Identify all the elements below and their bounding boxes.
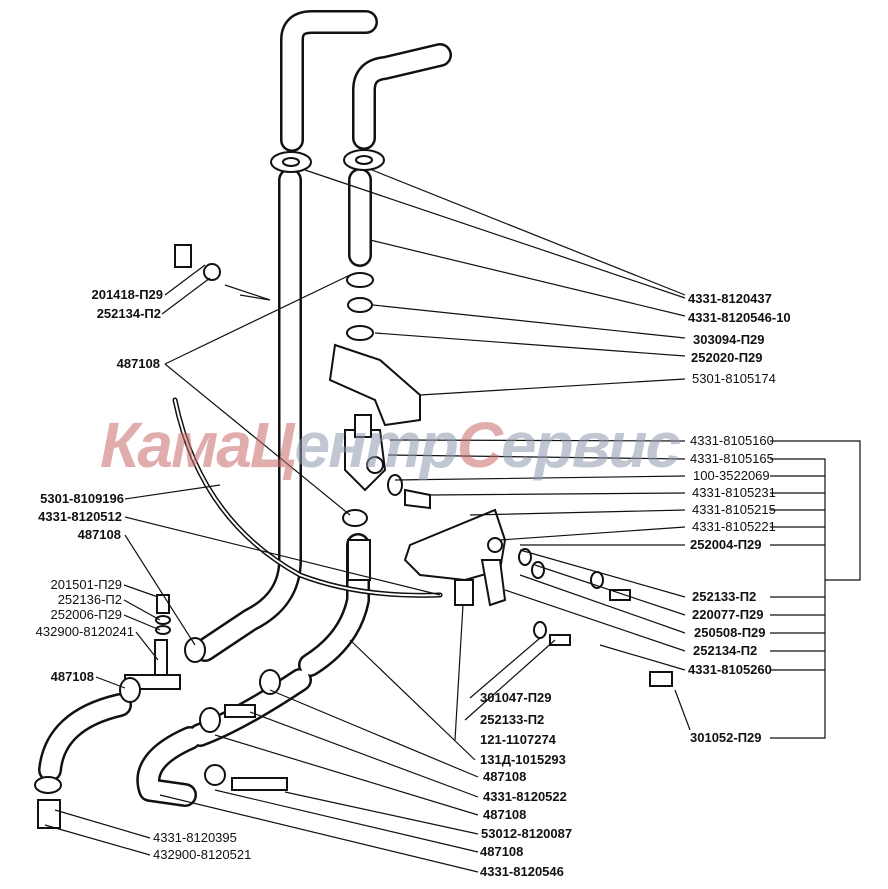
plate-4331-8105215 [403,508,507,582]
fitting-4331-8105231 [404,488,431,510]
part-label: 250508-П29 [694,625,766,640]
part-label: 4331-8105215 [692,502,776,517]
hose-fills [40,12,450,805]
part-label: 487108 [116,356,160,371]
part-label: 301047-П29 [480,690,552,705]
clamp [119,677,141,703]
part-label: 252134-П2 [96,306,161,321]
part-label: 131Д-1015293 [480,752,566,767]
part-label: 487108 [480,844,524,859]
parts [34,149,673,829]
pipe-4331-8120522 [224,704,256,718]
part-label: 252006-П29 [50,607,122,622]
part-label: 487108 [50,669,94,684]
part-label: 252133-П2 [480,712,545,727]
lever [480,559,507,607]
bolt-201418 [174,244,192,268]
part-label: 252136-П2 [57,592,122,607]
part-label: 4331-8105260 [688,662,772,677]
part-label: 4331-8120546 [480,864,564,879]
part-label: 5301-8109196 [40,491,124,506]
bracket-5301-8105174 [328,343,421,427]
pipe-53012-8120087 [231,777,288,791]
leader-lines [44,169,861,873]
part-label: 303094-П29 [693,332,765,347]
clamp [346,272,374,288]
clamp [34,776,62,794]
clamp [184,637,206,663]
part-label: 4331-8120512 [38,509,122,524]
clamp [204,764,226,786]
clip-121-1107274 [454,579,474,606]
bolt-201501 [156,594,170,614]
part-label: 487108 [77,527,121,542]
part-label: 252004-П29 [690,537,762,552]
part-label: 487108 [483,769,527,784]
washer [346,325,374,341]
valve-stem [354,414,372,438]
part-label: 4331-8105231 [692,485,776,500]
clamp [259,669,281,695]
part-label: 252133-П2 [692,589,757,604]
part-label: 432900-8120241 [35,624,134,639]
hose-end [347,539,371,581]
part-label: 4331-8105221 [692,519,776,534]
part-label: 4331-8105160 [690,433,774,448]
part-label: 4331-8120395 [153,830,237,845]
part-label: 4331-8105165 [690,451,774,466]
clamp [199,707,221,733]
part-label: 53012-8120087 [481,826,573,841]
part-label: 432900-8120521 [153,847,252,862]
part-label: 201418-П29 [91,287,163,302]
part-label: 252020-П29 [691,350,763,365]
nut [347,297,373,313]
bolt-301052 [649,671,673,687]
part-label: 100-3522069 [693,468,770,483]
part-label: 301052-П29 [690,730,762,745]
part-label: 220077-П29 [692,607,764,622]
part-label: 252134-П2 [693,643,758,658]
part-label: 5301-8105174 [692,371,776,386]
fitting-432900-8120521 [37,799,61,829]
part-label: 201501-П29 [50,577,122,592]
part-label: 121-1107274 [480,732,556,747]
part-label: 4331-8120546-10 [688,310,791,325]
valve-body [344,429,387,492]
part-label: 4331-8120522 [483,789,567,804]
part-label: 487108 [483,807,527,822]
part-label: 4331-8120437 [688,291,772,306]
